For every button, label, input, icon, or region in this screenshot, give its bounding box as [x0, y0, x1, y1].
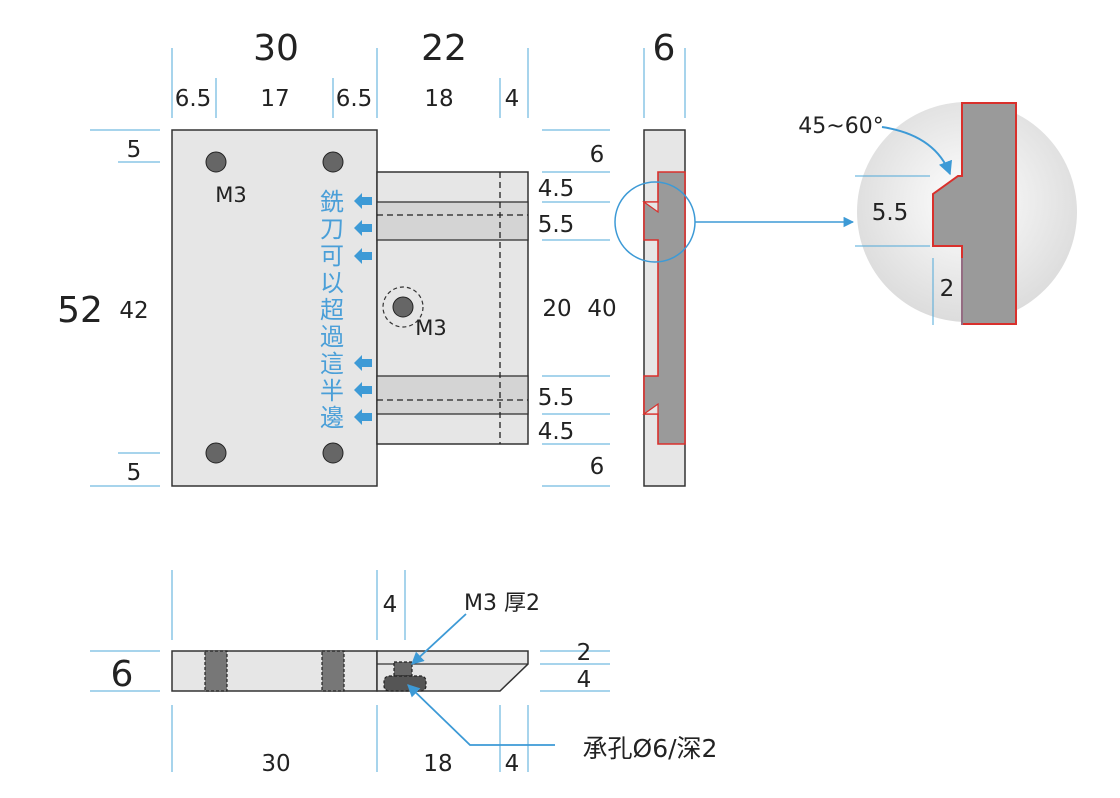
mill-char-1: 刀	[320, 215, 344, 243]
detail-angle-label: 45~60°	[798, 114, 883, 139]
dim-6-5-b: 6.5	[336, 86, 373, 112]
dim-4-5-right-bottom: 4.5	[538, 419, 575, 445]
dim-5-left-top: 5	[127, 137, 142, 163]
bottom-dim-6: 6	[111, 654, 134, 695]
counterbore-leader	[407, 684, 555, 746]
label-m3-center: M3	[415, 316, 446, 340]
dim-5-left-bottom: 5	[127, 460, 142, 486]
dim-17: 17	[260, 86, 289, 112]
mill-arrow-3	[354, 248, 372, 264]
dim-6-top: 6	[653, 28, 676, 69]
side-view	[614, 48, 855, 487]
dim-40: 40	[587, 296, 616, 322]
dovetail-notch-top	[642, 201, 659, 214]
label-m3-thickness: M3 厚2	[464, 591, 540, 616]
bottom-dim-2: 2	[577, 640, 592, 666]
dim-4-5-right-top: 4.5	[538, 176, 575, 202]
detail-dim-5-5: 5.5	[872, 200, 909, 226]
bottom-dim-4-top: 4	[383, 592, 398, 618]
dim-30-top: 30	[253, 28, 299, 69]
label-m3-top: M3	[215, 183, 246, 207]
bottom-dim-4-bottom: 4	[505, 751, 520, 777]
slot-bottom	[376, 375, 529, 415]
mill-char-2: 可	[320, 242, 344, 270]
m3-thread-block	[393, 661, 413, 677]
mill-arrow-4	[354, 355, 372, 371]
mill-char-5: 過	[320, 323, 344, 351]
m3-hole-top-right	[322, 151, 344, 173]
detail-rail-section	[932, 102, 1017, 325]
dim-52: 52	[57, 290, 103, 331]
mill-arrow-6	[354, 409, 372, 425]
main-plate	[171, 129, 378, 487]
m3-leader	[411, 613, 467, 665]
bottom-plate	[171, 650, 378, 692]
counterbore-block	[383, 675, 427, 692]
m3-hole-bottom-left	[205, 442, 227, 464]
bottom-view: 6 4 M3 厚2 2 4 30 18 4 承孔Ø6/深2	[90, 570, 717, 777]
bottom-hole-2	[321, 650, 345, 692]
mill-char-0: 銑	[320, 188, 344, 216]
m3-hole-center	[392, 296, 414, 318]
bottom-dim-18: 18	[423, 751, 452, 777]
mill-arrow-1	[354, 193, 372, 209]
bottom-dim-30: 30	[261, 751, 290, 777]
dim-42: 42	[119, 298, 148, 324]
bottom-dim-4-right: 4	[577, 667, 592, 693]
bottom-hole-1	[204, 650, 228, 692]
detail-view: 5.5 2 45~60°	[798, 102, 1077, 325]
dovetail-notch-bottom	[642, 402, 659, 415]
m3-hole-bottom-right	[322, 442, 344, 464]
m3-hole-top-left	[205, 151, 227, 173]
detail-dim-2: 2	[940, 276, 955, 302]
dim-5-5-right-top: 5.5	[538, 212, 575, 238]
dim-18: 18	[424, 86, 453, 112]
dim-22-top: 22	[421, 28, 467, 69]
mill-char-8: 邊	[320, 404, 344, 432]
dim-5-5-right-bottom: 5.5	[538, 385, 575, 411]
detail-angle-arrow	[881, 126, 953, 176]
mill-char-6: 這	[320, 350, 344, 378]
label-counterbore: 承孔Ø6/深2	[583, 734, 718, 763]
mill-arrows	[354, 193, 372, 425]
front-view: 30 22 6 6.5 17 6.5 18 4 52 42 5 5 6 4.5 …	[57, 28, 676, 487]
dim-6-right-top: 6	[590, 142, 605, 168]
dim-20: 20	[542, 296, 571, 322]
dim-6-right-bottom: 6	[590, 454, 605, 480]
mill-char-7: 半	[320, 377, 344, 405]
dim-4-top: 4	[505, 86, 520, 112]
slot-top	[376, 201, 529, 241]
mill-arrow-5	[354, 382, 372, 398]
dim-6-5-a: 6.5	[175, 86, 212, 112]
m3-hole-center-outline	[382, 286, 424, 328]
mill-arrow-2	[354, 220, 372, 236]
mill-char-4: 超	[320, 296, 344, 324]
mill-char-3: 以	[320, 269, 344, 297]
